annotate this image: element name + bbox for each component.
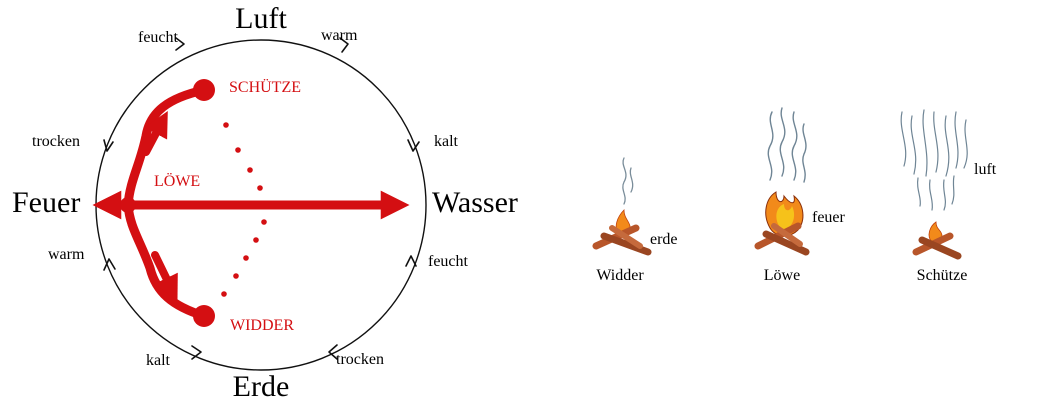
logs-icon <box>592 224 652 256</box>
element-label-wasser: Wasser <box>432 186 518 219</box>
ring-arrow-top-right <box>339 37 349 53</box>
fire-label: feuer <box>812 209 846 226</box>
fire-label: erde <box>650 231 678 248</box>
logs-icon <box>912 232 962 260</box>
dotted-connection <box>221 122 267 297</box>
quality-label: warm <box>321 27 358 44</box>
sign-label-schuetze: SCHÜTZE <box>229 78 301 96</box>
smoke-wisps <box>767 107 807 183</box>
dot-loewe <box>120 197 136 213</box>
quality-label: kalt <box>146 352 171 369</box>
campfire-loewe: feuer Löwe <box>754 107 846 284</box>
quality-label: trocken <box>336 351 384 368</box>
smoke-wisps <box>900 109 968 211</box>
arc-widder <box>123 200 209 321</box>
ring-arrow-bottom-right <box>328 344 338 360</box>
fire-caption: Schütze <box>917 267 968 284</box>
ring-arrow-right-lower <box>405 255 417 267</box>
fire-signs-arrows <box>92 79 410 327</box>
element-label-feuer: Feuer <box>12 186 80 219</box>
ring-arrow-top-left <box>175 37 185 51</box>
quality-label: kalt <box>434 133 459 150</box>
quality-label: warm <box>48 246 85 263</box>
ring-arrow-bottom-left <box>191 345 202 360</box>
fire-caption: Löwe <box>764 267 800 284</box>
ring-arrow-left-lower <box>103 258 116 271</box>
smoke-wisps <box>622 157 634 205</box>
fire-label: luft <box>974 161 997 178</box>
logs-icon <box>754 222 810 256</box>
campfire-schuetze: luft Schütze <box>900 109 997 284</box>
sign-label-loewe: LÖWE <box>154 172 200 190</box>
campfire-widder: erde Widder <box>592 157 678 284</box>
arrow-toward-schuetze <box>142 110 168 156</box>
quality-label: feucht <box>428 253 469 270</box>
dot-schuetze <box>193 79 215 101</box>
sign-label-widder: WIDDER <box>230 317 294 334</box>
element-label-erde: Erde <box>233 370 290 400</box>
arrow-toward-widder <box>151 251 178 302</box>
ring-arrow-left-upper <box>103 139 114 152</box>
ring-arrow-right-upper <box>407 139 420 152</box>
dot-widder <box>193 305 215 327</box>
fire-caption: Widder <box>596 267 644 284</box>
element-label-luft: Luft <box>235 2 287 35</box>
quality-label: trocken <box>32 133 80 150</box>
elements-circle: Luft Feuer Wasser Erde feucht warm trock… <box>12 2 518 400</box>
quality-label: feucht <box>138 29 179 46</box>
